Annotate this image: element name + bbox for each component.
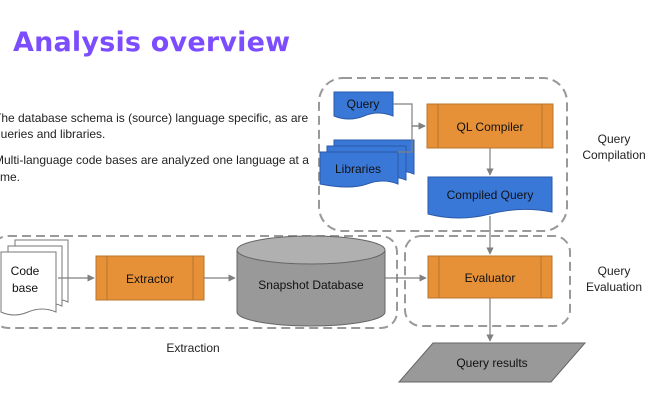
snapshot-database-node-label: Snapshot Database [258, 278, 364, 292]
extractor-node [95, 255, 205, 301]
extraction-group [0, 235, 398, 329]
arrow-libraries-to-compiler [398, 122, 426, 153]
bullet-list: The database schema is (source) language… [0, 110, 314, 195]
snapshot-database-node [236, 235, 386, 327]
arrow-query-to-compiler [393, 103, 426, 130]
extraction-group-label: Extraction [166, 341, 219, 355]
code-base-node [0, 251, 57, 316]
evaluation-group [404, 235, 571, 327]
ql-compiler-node-label: QL Compiler [457, 120, 524, 134]
bullet-item: Multi-language code bases are analyzed o… [0, 153, 309, 184]
query-node [333, 91, 394, 120]
ql-compiler-node [426, 103, 554, 149]
evaluation-group-label-line2: Evaluation [586, 280, 642, 294]
extractor-node-label: Extractor [126, 272, 174, 286]
bullet-item: The database schema is (source) language… [0, 111, 309, 142]
query-results-node [397, 342, 587, 383]
evaluator-node-label: Evaluator [465, 271, 516, 285]
libraries-node-label: Libraries [335, 162, 381, 176]
code-base-label-line1: Code [11, 264, 40, 278]
compiled-query-node-label: Compiled Query [447, 188, 534, 202]
query-results-node-label: Query results [456, 356, 527, 370]
compiled-query-node [427, 176, 553, 219]
slide-title: Analysis overview [13, 27, 291, 58]
compilation-group [318, 77, 568, 232]
evaluator-node [427, 255, 553, 299]
evaluation-group-label-line1: Query [598, 264, 631, 278]
query-node-label: Query [347, 97, 380, 111]
code-base-label-line2: base [12, 281, 38, 295]
compilation-group-label-line2: Compilation [582, 148, 645, 162]
compilation-group-label-line1: Query [598, 132, 631, 146]
libraries-node [319, 151, 399, 188]
